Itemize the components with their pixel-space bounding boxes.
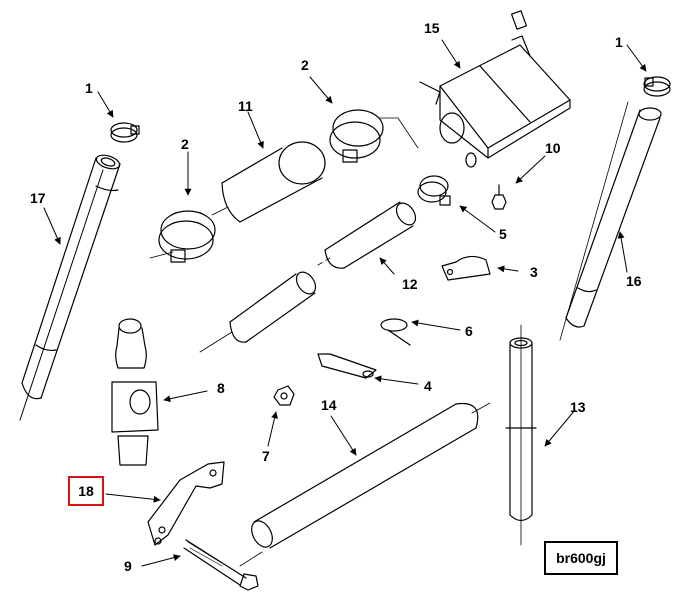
callout-11: 11 [238,98,253,114]
leader-arrows [44,40,646,566]
callout-18-highlighted: 18 [68,476,104,506]
callout-4: 4 [424,378,432,394]
part-15-air-filter-housing [420,11,570,167]
callout-13: 13 [570,399,586,415]
callout-10: 10 [545,140,561,156]
part-12-hoses [200,200,419,352]
part-5-clamp [418,176,450,205]
part-2-clamp-lower [150,211,215,262]
callout-1-right: 1 [615,34,623,50]
callout-5: 5 [499,226,507,242]
callout-3: 3 [530,264,538,280]
part-7-nut [274,386,294,405]
part-2-clamp-upper [330,110,418,162]
callout-8: 8 [217,380,225,396]
part-17-hose [20,153,121,420]
callout-6: 6 [465,323,473,339]
part-13-vertical-tube [506,325,536,545]
callout-2-lower: 2 [181,136,189,152]
part-3-saddle-clamp [442,256,490,280]
part-1-clamp-right [644,77,670,96]
part-6-cable-tie [381,319,410,345]
part-16-hose [560,102,661,340]
reference-code-box: br600gj [544,541,618,575]
callout-14: 14 [321,397,337,413]
part-9-bolt [184,540,258,590]
part-4-bracket [318,354,376,378]
part-10-bolt [492,185,506,209]
callout-9: 9 [124,558,132,574]
part-8-precleaner [112,319,158,465]
callout-12: 12 [402,276,418,292]
part-1-clamp-left [111,123,139,142]
part-18-bracket [148,462,224,545]
part-11-intake-tube [212,142,325,222]
part-14-long-tube [240,403,490,566]
callout-15: 15 [424,20,440,36]
callout-16: 16 [626,273,642,289]
callout-2-upper: 2 [301,57,309,73]
callout-1-left: 1 [85,80,93,96]
callout-17: 17 [30,190,46,206]
callout-7: 7 [262,448,270,464]
